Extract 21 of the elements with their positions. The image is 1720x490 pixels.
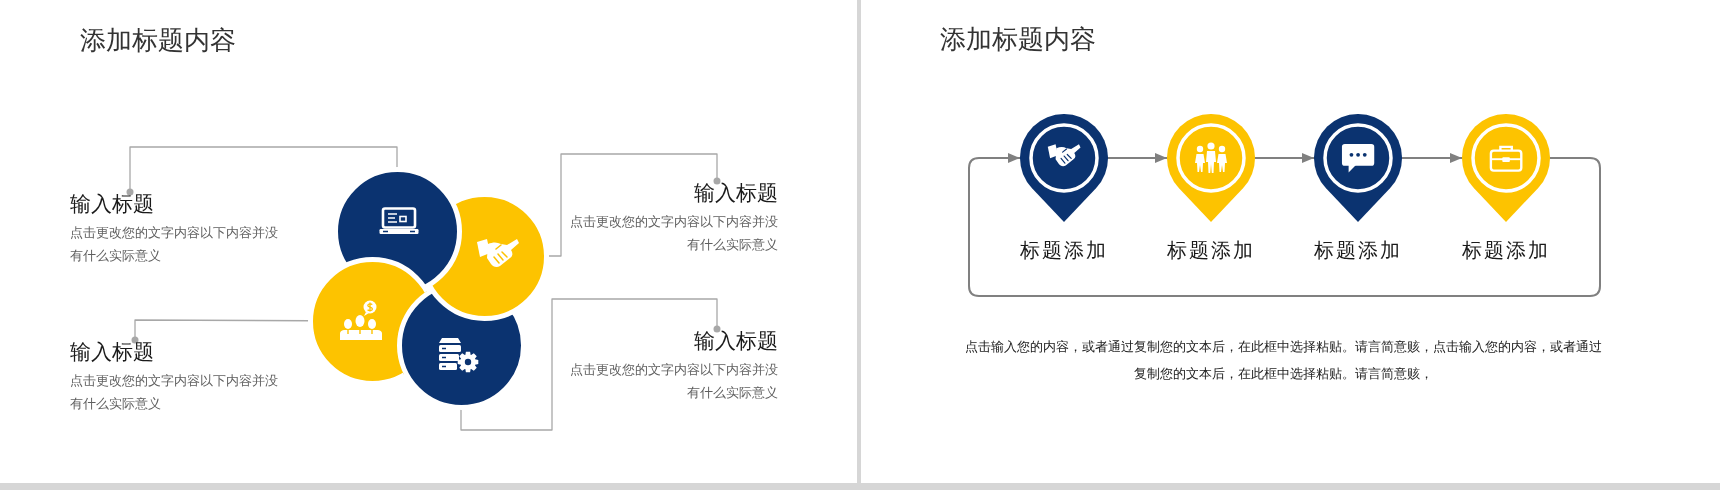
arrow [1254,153,1315,163]
step-label: 标题添加 [1462,237,1550,263]
leader-line [126,146,398,196]
description: 点击更改您的文字内容以下内容并没有什么实际意义 [70,224,279,265]
title: 添加标题内容 [940,23,1096,55]
description: 点击更改您的文字内容以下内容并没有什么实际意义 [569,361,778,402]
paragraph: 点击输入您的内容，或者通过复制您的文本后，在此框中选择粘贴。请言简意赅，点击输入您的内容，或者通过复制您的文本后，在此框中选择粘贴。请言简意赅， [963,338,1603,383]
step-label: 标题添加 [1167,237,1255,263]
heading: 输入标题 [694,329,778,353]
step-label: 标题添加 [1314,237,1402,263]
leader-line [460,298,721,431]
title: 添加标题内容 [80,24,236,56]
description: 点击更改您的文字内容以下内容并没有什么实际意义 [70,372,279,413]
description: 点击更改您的文字内容以下内容并没有什么实际意义 [569,213,778,254]
heading: 输入标题 [70,192,154,216]
heading: 输入标题 [70,340,154,364]
step-label: 标题添加 [1020,237,1108,263]
loop-arrow [968,153,1601,297]
arrow [1107,153,1168,163]
heading: 输入标题 [694,181,778,205]
arrow [1401,153,1463,163]
